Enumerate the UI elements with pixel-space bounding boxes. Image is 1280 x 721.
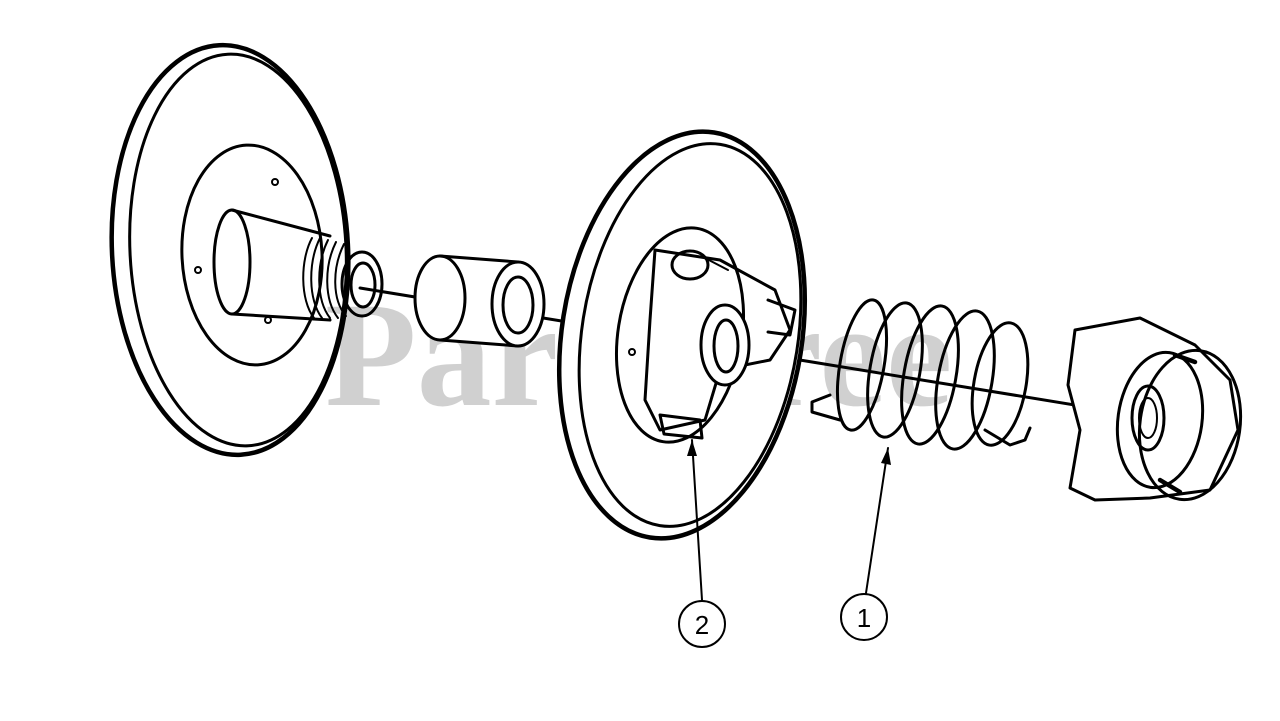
callout-2: 2 [678, 439, 726, 648]
callout-1-label: 1 [857, 603, 871, 633]
callout-2-label: 2 [695, 610, 709, 640]
callout-1: 1 [840, 447, 891, 641]
coil-spring [810, 298, 1032, 451]
movable-sheave-with-cam [556, 129, 808, 541]
cam-follower-nut-block [1066, 316, 1243, 502]
bushing-sleeve [413, 254, 546, 348]
fixed-sheave-with-shaft [109, 42, 384, 458]
